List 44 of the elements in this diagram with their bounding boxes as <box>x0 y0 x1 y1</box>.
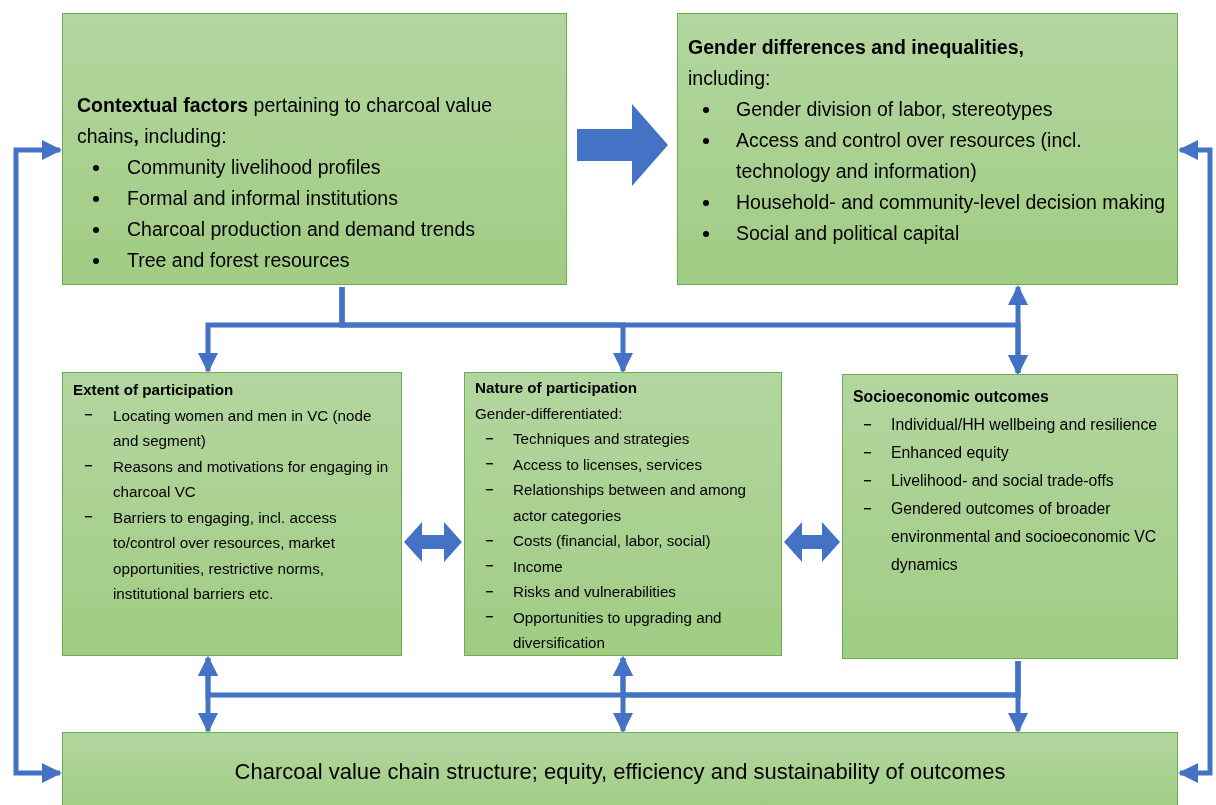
list-item: Access and control over resources (incl. technology and information) <box>736 128 1083 184</box>
arrow <box>1008 285 1028 375</box>
list-item: Risks and vulnerabilities <box>513 582 677 602</box>
arrow <box>198 656 218 733</box>
list-item: Income <box>513 556 564 577</box>
list-item: Opportunities to upgrading and diversification <box>513 607 723 653</box>
arrow <box>13 140 62 783</box>
box-heading: Gender differences and inequalities, <box>688 35 1025 60</box>
box-heading: Socioeconomic outcomes <box>853 387 1050 407</box>
process-box <box>62 13 567 285</box>
list-item: Barriers to engaging, incl. access to/control over resources, market opportunities, restrictive norms, institutional barriers etc. <box>113 507 338 604</box>
list-item: Household- and community-level decision making <box>736 190 1167 215</box>
box-heading: Extent of participation <box>73 380 235 400</box>
list-item: Tree and forest resources <box>127 248 351 273</box>
process-box <box>842 374 1178 659</box>
list-item: Livelihood- and social trade-offs <box>891 471 1115 491</box>
block-arrow <box>784 522 840 562</box>
box-heading: Contextual factors pertaining to charcoal value chains, including: <box>77 93 494 149</box>
list-item: Individual/HH wellbeing and resilience <box>891 415 1159 435</box>
process-box <box>62 732 1178 805</box>
list-item: Costs (financial, labor, social) <box>513 531 712 551</box>
list-item: Relationships between and among actor categories <box>513 480 748 526</box>
list-item: Social and political capital <box>736 221 961 246</box>
box-heading: Nature of participation <box>475 378 638 398</box>
list-item: Charcoal production and demand trends <box>127 217 476 242</box>
box-heading: Charcoal value chain structure; equity, efficiency and sustainability of outcomes <box>233 758 1007 786</box>
list-item: Gendered outcomes of broader environmental and socioeconomic VC dynamics <box>891 499 1158 575</box>
list-item: Access to licenses, services <box>513 454 704 475</box>
list-item: Community livelihood profiles <box>127 155 382 180</box>
arrow <box>613 656 633 733</box>
list-item: Techniques and strategies <box>513 429 691 449</box>
list-item: Formal and informal institutions <box>127 186 399 211</box>
list-item: Reasons and motivations for engaging in charcoal VC <box>113 456 390 502</box>
process-box <box>677 13 1178 285</box>
process-box <box>464 372 782 656</box>
arrow <box>1178 140 1213 783</box>
block-arrow <box>404 522 462 562</box>
list-item: Locating women and men in VC (node and segment) <box>113 405 373 451</box>
process-box <box>62 372 402 656</box>
list-item: Enhanced equity <box>891 443 1010 463</box>
box-heading: Gender-differentiated: <box>475 403 624 424</box>
list-item: Gender division of labor, stereotypes <box>736 97 1054 122</box>
box-heading: including: <box>688 66 772 91</box>
block-arrow <box>577 104 668 186</box>
